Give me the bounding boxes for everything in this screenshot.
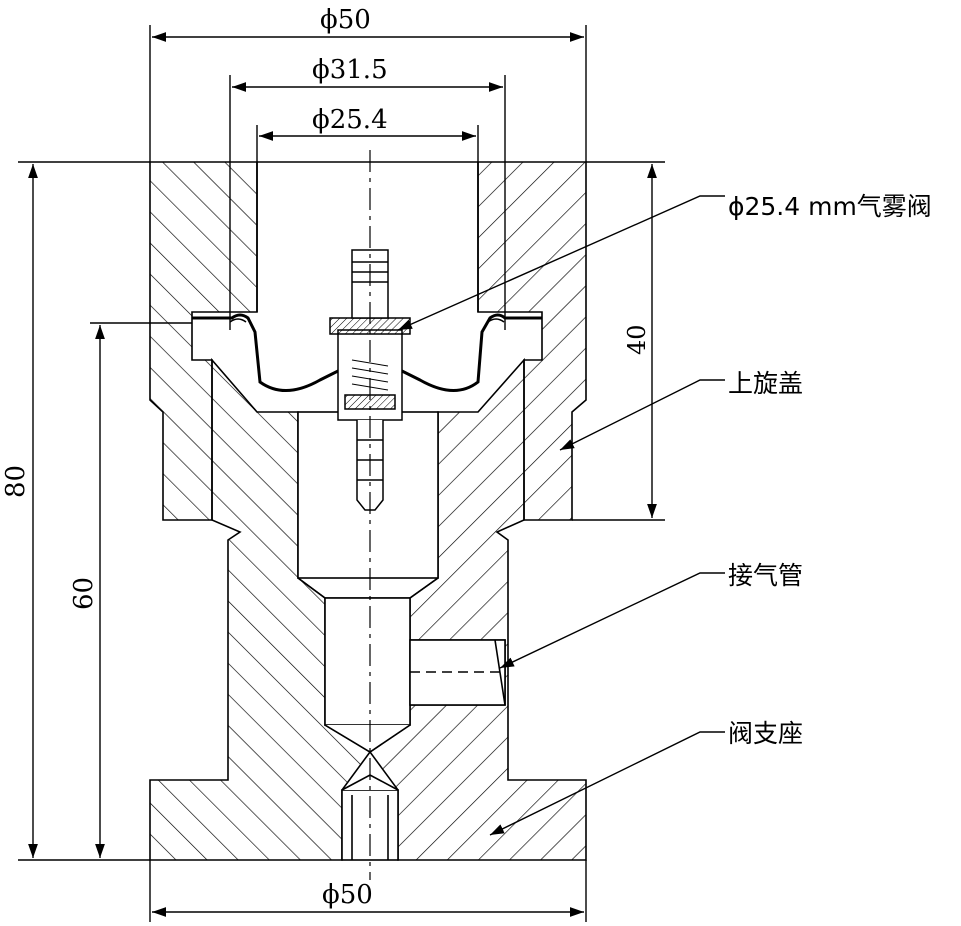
valve-leader xyxy=(397,195,725,331)
aerosol-valve xyxy=(192,249,542,511)
dim-phi25-4: ϕ25.4 xyxy=(312,105,388,135)
valve-seat-leader xyxy=(489,731,725,836)
callout-valve-seat: 阀支座 xyxy=(728,719,803,748)
dim-height-80: 80 xyxy=(1,465,31,498)
callout-valve: ϕ25.4 mm气雾阀 xyxy=(728,192,932,221)
dim-height-40: 40 xyxy=(623,324,651,355)
valve-seat-section xyxy=(149,357,587,861)
dimension-lines xyxy=(18,25,665,922)
dim-top-phi50: ϕ50 xyxy=(320,5,371,35)
callout-upper-cap: 上旋盖 xyxy=(728,369,803,398)
leader-lines xyxy=(397,195,725,836)
air-pipe-leader xyxy=(499,572,725,669)
dim-phi31-5: ϕ31.5 xyxy=(312,55,388,85)
dim-bottom-phi50: ϕ50 xyxy=(322,880,373,910)
upper-cap-leader xyxy=(559,379,725,451)
dim-height-60: 60 xyxy=(69,577,99,610)
callout-air-pipe: 接气管 xyxy=(728,561,803,590)
